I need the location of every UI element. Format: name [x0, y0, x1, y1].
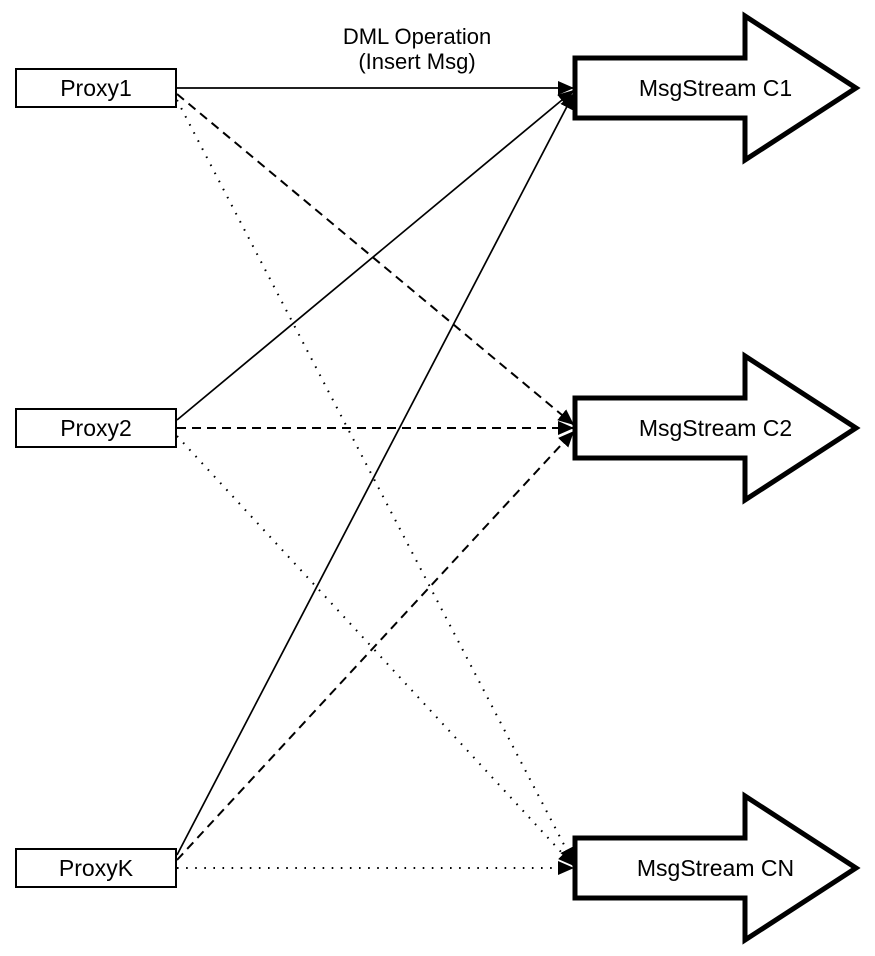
proxy1-node: Proxy1 [15, 68, 177, 108]
proxy2-node: Proxy2 [15, 408, 177, 448]
msgstream-arrow-cn [572, 791, 861, 945]
proxy1-label: Proxy1 [60, 74, 132, 101]
edge-proxy1-cn [176, 99, 575, 865]
proxyk-node: ProxyK [15, 848, 177, 888]
edge-proxy2-c1 [176, 89, 575, 421]
msgstream-arrow-c2 [572, 351, 861, 505]
edge-proxy2-cn [176, 435, 575, 867]
edge-proxy1-c2 [176, 93, 575, 426]
msgstream-arrow-c1 [572, 11, 861, 165]
edge-proxyk-c2 [176, 430, 575, 861]
diagram-title: DML Operation (Insert Msg) [292, 24, 542, 74]
edge-proxyk-c1 [176, 92, 575, 856]
proxy2-label: Proxy2 [60, 414, 132, 441]
title-line-2: (Insert Msg) [358, 49, 476, 74]
proxyk-label: ProxyK [58, 854, 134, 881]
title-line-1: DML Operation [342, 24, 492, 49]
